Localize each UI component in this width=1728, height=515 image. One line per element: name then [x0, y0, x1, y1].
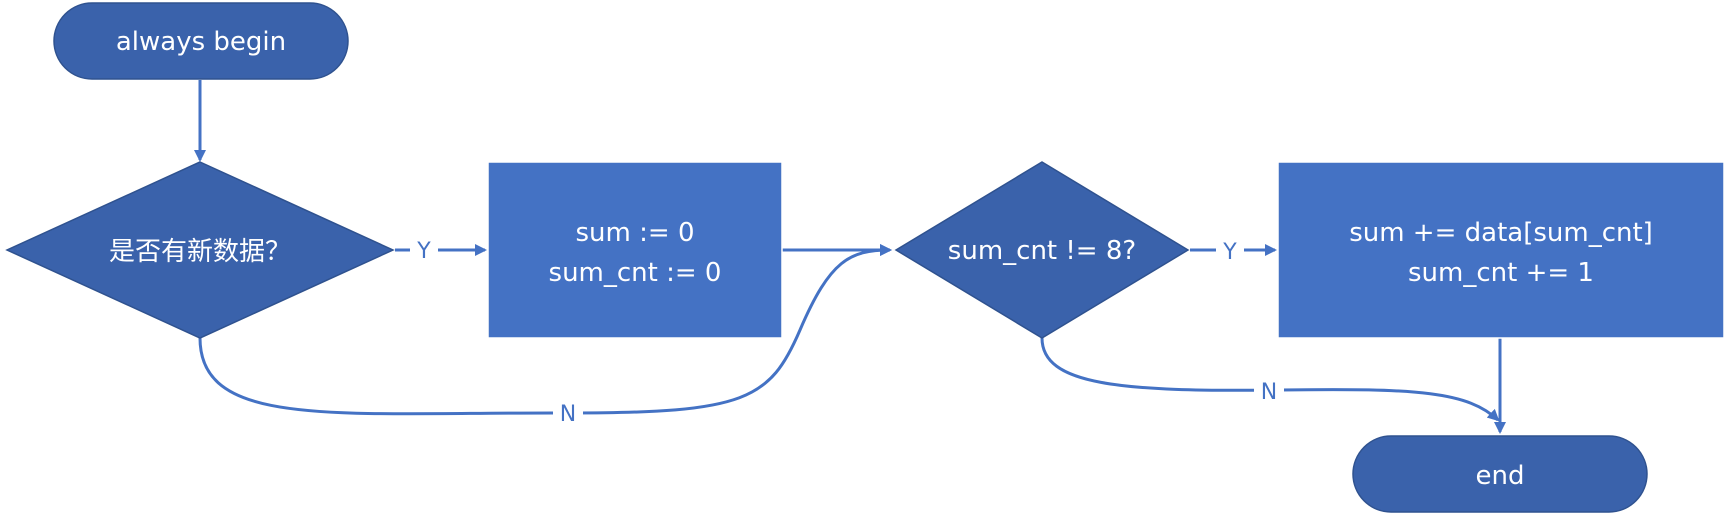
- count-decision: sum_cnt != 8?: [894, 161, 1190, 339]
- reset-process: sum := 0 sum_cnt := 0: [487, 161, 783, 339]
- end-node-label: end: [1476, 461, 1525, 491]
- edge-label-new-data-yes: Y: [410, 235, 438, 265]
- accumulate-line-2: sum_cnt += 1: [1408, 258, 1594, 288]
- edge-label-new-data-no: N: [553, 398, 583, 428]
- end-node: end: [1352, 435, 1648, 513]
- edge-label-text: N: [1261, 380, 1277, 405]
- new-data-decision-label: 是否有新数据？: [109, 237, 291, 267]
- count-decision-label: sum_cnt != 8?: [948, 236, 1136, 266]
- edge-label-count-yes: Y: [1216, 236, 1244, 266]
- edge-label-text: Y: [1222, 240, 1237, 265]
- edge-label-text: N: [560, 402, 576, 427]
- accumulate-line-1: sum += data[sum_cnt]: [1349, 218, 1653, 248]
- start-node: always begin: [53, 2, 349, 80]
- new-data-decision: 是否有新数据？: [5, 161, 395, 339]
- accumulate-process: sum += data[sum_cnt] sum_cnt += 1: [1277, 161, 1725, 339]
- reset-line-2: sum_cnt := 0: [549, 258, 722, 288]
- edge-label-count-no: N: [1254, 376, 1284, 406]
- edge-label-text: Y: [416, 239, 431, 264]
- reset-line-1: sum := 0: [576, 218, 695, 248]
- start-node-label: always begin: [116, 27, 286, 57]
- edge-new-data-no: [198, 244, 892, 416]
